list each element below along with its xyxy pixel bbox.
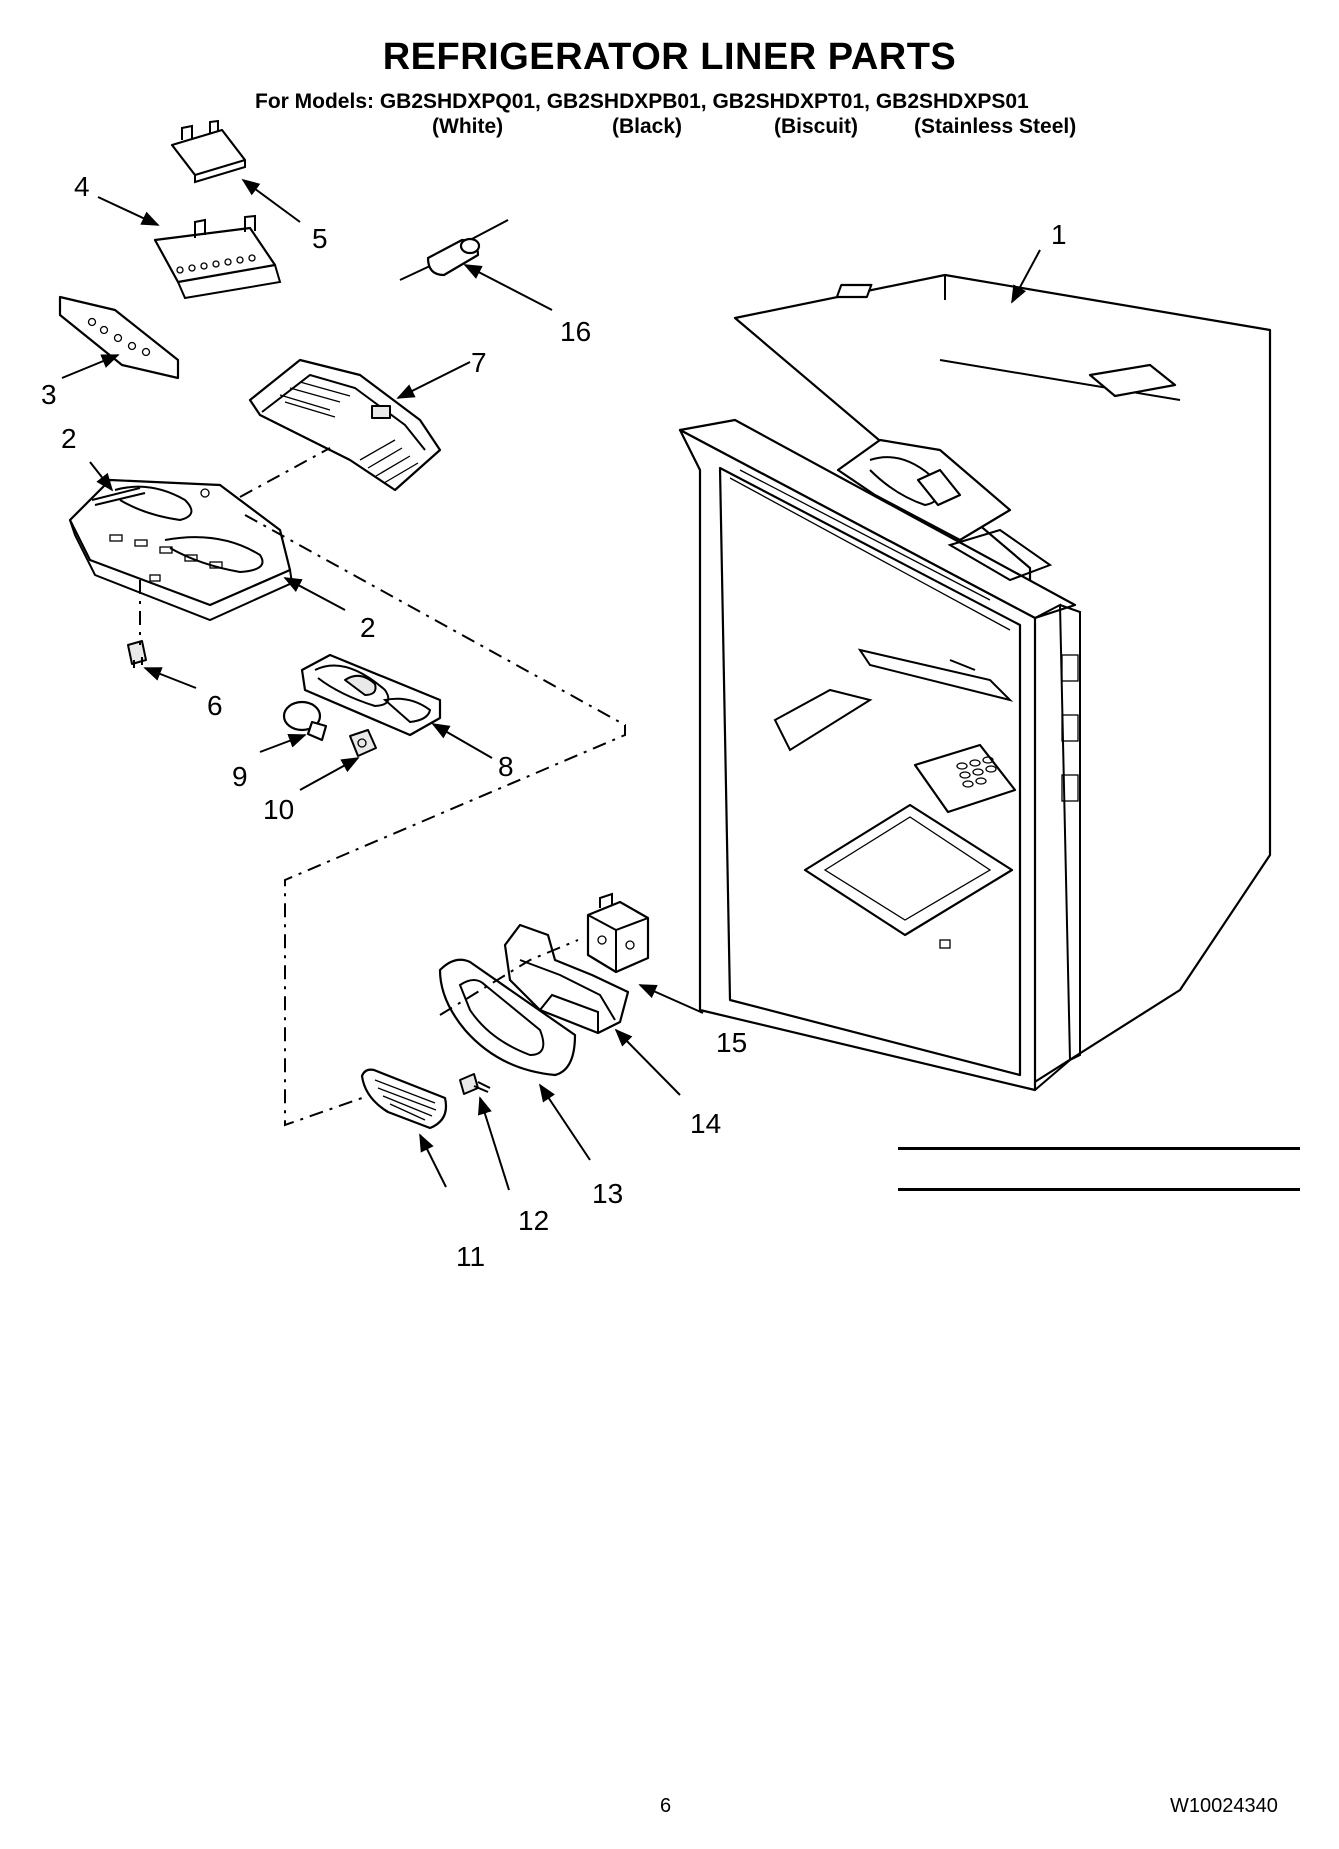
callout-labels: 1 2 2 3 4 5 6 7 8 9 10 11 12 13 14 15 16 — [41, 171, 1067, 1272]
document-number: W10024340 — [1170, 1795, 1278, 1817]
models-line: For Models: GB2SHDXPQ01, GB2SHDXPB01, GB… — [255, 90, 1029, 113]
part-4 — [153, 214, 282, 300]
part-6 — [127, 640, 147, 668]
callout-2-upper: 2 — [61, 423, 77, 454]
part-1-liner — [678, 273, 1272, 1092]
variant-white: (White) — [432, 115, 504, 138]
part-9-bulb — [282, 700, 328, 742]
page-number: 6 — [660, 1795, 672, 1817]
part-11 — [360, 1068, 448, 1130]
callout-9: 9 — [232, 761, 248, 792]
callout-7: 7 — [471, 347, 487, 378]
callout-2-lower: 2 — [360, 612, 376, 643]
blank-rule-1 — [898, 1147, 1300, 1150]
callout-5: 5 — [312, 223, 328, 254]
part-7 — [248, 358, 442, 492]
callout-11: 11 — [456, 1241, 485, 1272]
variant-black: (Black) — [612, 115, 683, 138]
part-8 — [300, 653, 442, 737]
part-13 — [438, 958, 577, 1077]
variant-stainless-steel: (Stainless Steel) — [914, 115, 1077, 138]
callout-3: 3 — [41, 379, 57, 410]
leader-lines — [61, 178, 1041, 1191]
page-title: REFRIGERATOR LINER PARTS — [382, 36, 957, 78]
callout-13: 13 — [592, 1178, 623, 1209]
part-5 — [170, 119, 247, 184]
callout-4: 4 — [74, 171, 90, 202]
part-10-socket — [349, 729, 377, 757]
callout-6: 6 — [207, 690, 223, 721]
part-14 — [503, 923, 630, 1035]
callout-10: 10 — [263, 794, 294, 825]
part-16 — [399, 219, 509, 281]
part-3 — [58, 295, 180, 380]
blank-rule-2 — [898, 1188, 1300, 1191]
part-2-control-housing — [68, 478, 294, 622]
callout-12: 12 — [518, 1205, 549, 1236]
callout-16: 16 — [560, 316, 591, 347]
part-12-screw — [459, 1073, 491, 1095]
callout-15: 15 — [716, 1027, 747, 1058]
variant-biscuit: (Biscuit) — [774, 115, 858, 138]
part-15 — [586, 892, 650, 974]
assembly-lines — [139, 447, 626, 1127]
callout-14: 14 — [690, 1108, 721, 1139]
callout-8: 8 — [498, 751, 514, 782]
callout-1: 1 — [1051, 219, 1067, 250]
